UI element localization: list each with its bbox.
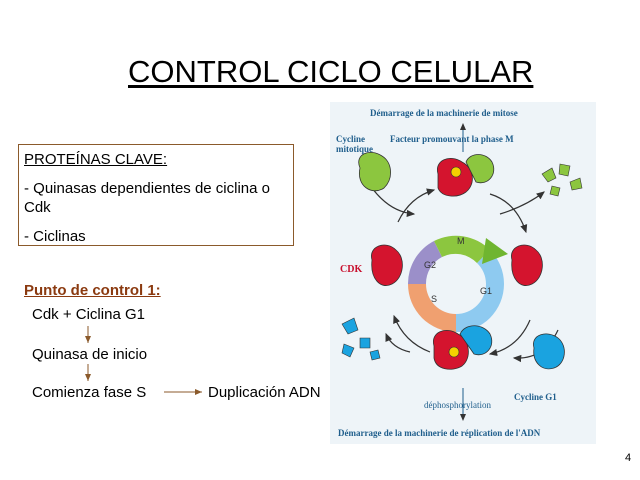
degraded-cyclin-icon (558, 163, 571, 177)
phase-g1-label: G1 (480, 286, 493, 296)
cycle-arrow (489, 193, 528, 234)
phase-ring (407, 235, 508, 332)
cyclin-g1-shape (459, 325, 493, 356)
cyclin-mitotic-label: Cycline mitotique (336, 134, 373, 154)
degraded-cyclin-icon (541, 167, 557, 183)
degraded-cyclin-icon (549, 185, 561, 197)
checkpoint-step: Comienza fase S (32, 384, 147, 401)
degraded-cyclin-icon (369, 349, 381, 361)
bottom-label: Démarrage de la machinerie de réplicatio… (338, 428, 541, 438)
cyclin-mitotic-shape (358, 152, 391, 192)
cycle-arrow (393, 314, 431, 353)
phosphate-icon (450, 166, 462, 178)
phase-m-arrowhead (482, 238, 508, 264)
key-proteins-box: PROTEÍNAS CLAVE: - Quinasas dependientes… (18, 144, 294, 246)
phosphate-icon (448, 346, 460, 358)
page-number: 4 (625, 452, 632, 464)
checkpoint-heading: Punto de control 1: (24, 282, 161, 299)
degraded-cyclin-icon (569, 177, 583, 191)
cyclin-g1-shape (533, 333, 565, 370)
slide-title: CONTROL CICLO CELULAR (128, 54, 534, 89)
mpf-label: Facteur promouvant la phase M (390, 134, 514, 144)
key-protein-item: - Ciclinas (24, 228, 86, 245)
cycle-arrow (397, 188, 436, 223)
key-protein-item: - Quinasas dependientes de ciclina o Cdk (24, 180, 270, 216)
phase-s-label: S (431, 294, 438, 304)
phase-m-arc (434, 235, 490, 263)
dephosphorylation-label: déphosphorylation (424, 400, 491, 410)
key-proteins-heading: PROTEÍNAS CLAVE: (24, 151, 168, 168)
cycle-arrow (385, 332, 411, 353)
cycle-arrow (371, 187, 416, 217)
degraded-cyclin-icon (341, 317, 359, 335)
cdk-shape (436, 158, 473, 197)
cycle-arrow (499, 191, 545, 215)
checkpoint-step: Duplicación ADN (208, 384, 321, 401)
cyclin-mitotic-shape (465, 154, 495, 184)
phase-g2-arc (407, 241, 442, 284)
checkpoint-step: Cdk + Ciclina G1 (32, 306, 145, 323)
checkpoint-step: Quinasa de inicio (32, 346, 148, 363)
phase-m-label: M (457, 236, 465, 246)
cdk-shape (511, 244, 543, 286)
top-label: Démarrage de la machinerie de mitose (370, 108, 518, 118)
degraded-cyclin-icon (359, 337, 371, 349)
degraded-cyclin-icon (341, 343, 355, 358)
cycle-arrow (488, 319, 531, 357)
cdk-shape (371, 244, 403, 286)
cell-cycle-diagram: Démarrage de la machinerie de mitose Cyc… (330, 102, 596, 444)
phase-g1-arc (456, 284, 504, 332)
phase-s-arc (408, 284, 456, 332)
phase-g2-label: G2 (424, 260, 437, 270)
cdk-label: CDK (340, 264, 363, 275)
cyclin-g1-label: Cycline G1 (514, 392, 557, 402)
